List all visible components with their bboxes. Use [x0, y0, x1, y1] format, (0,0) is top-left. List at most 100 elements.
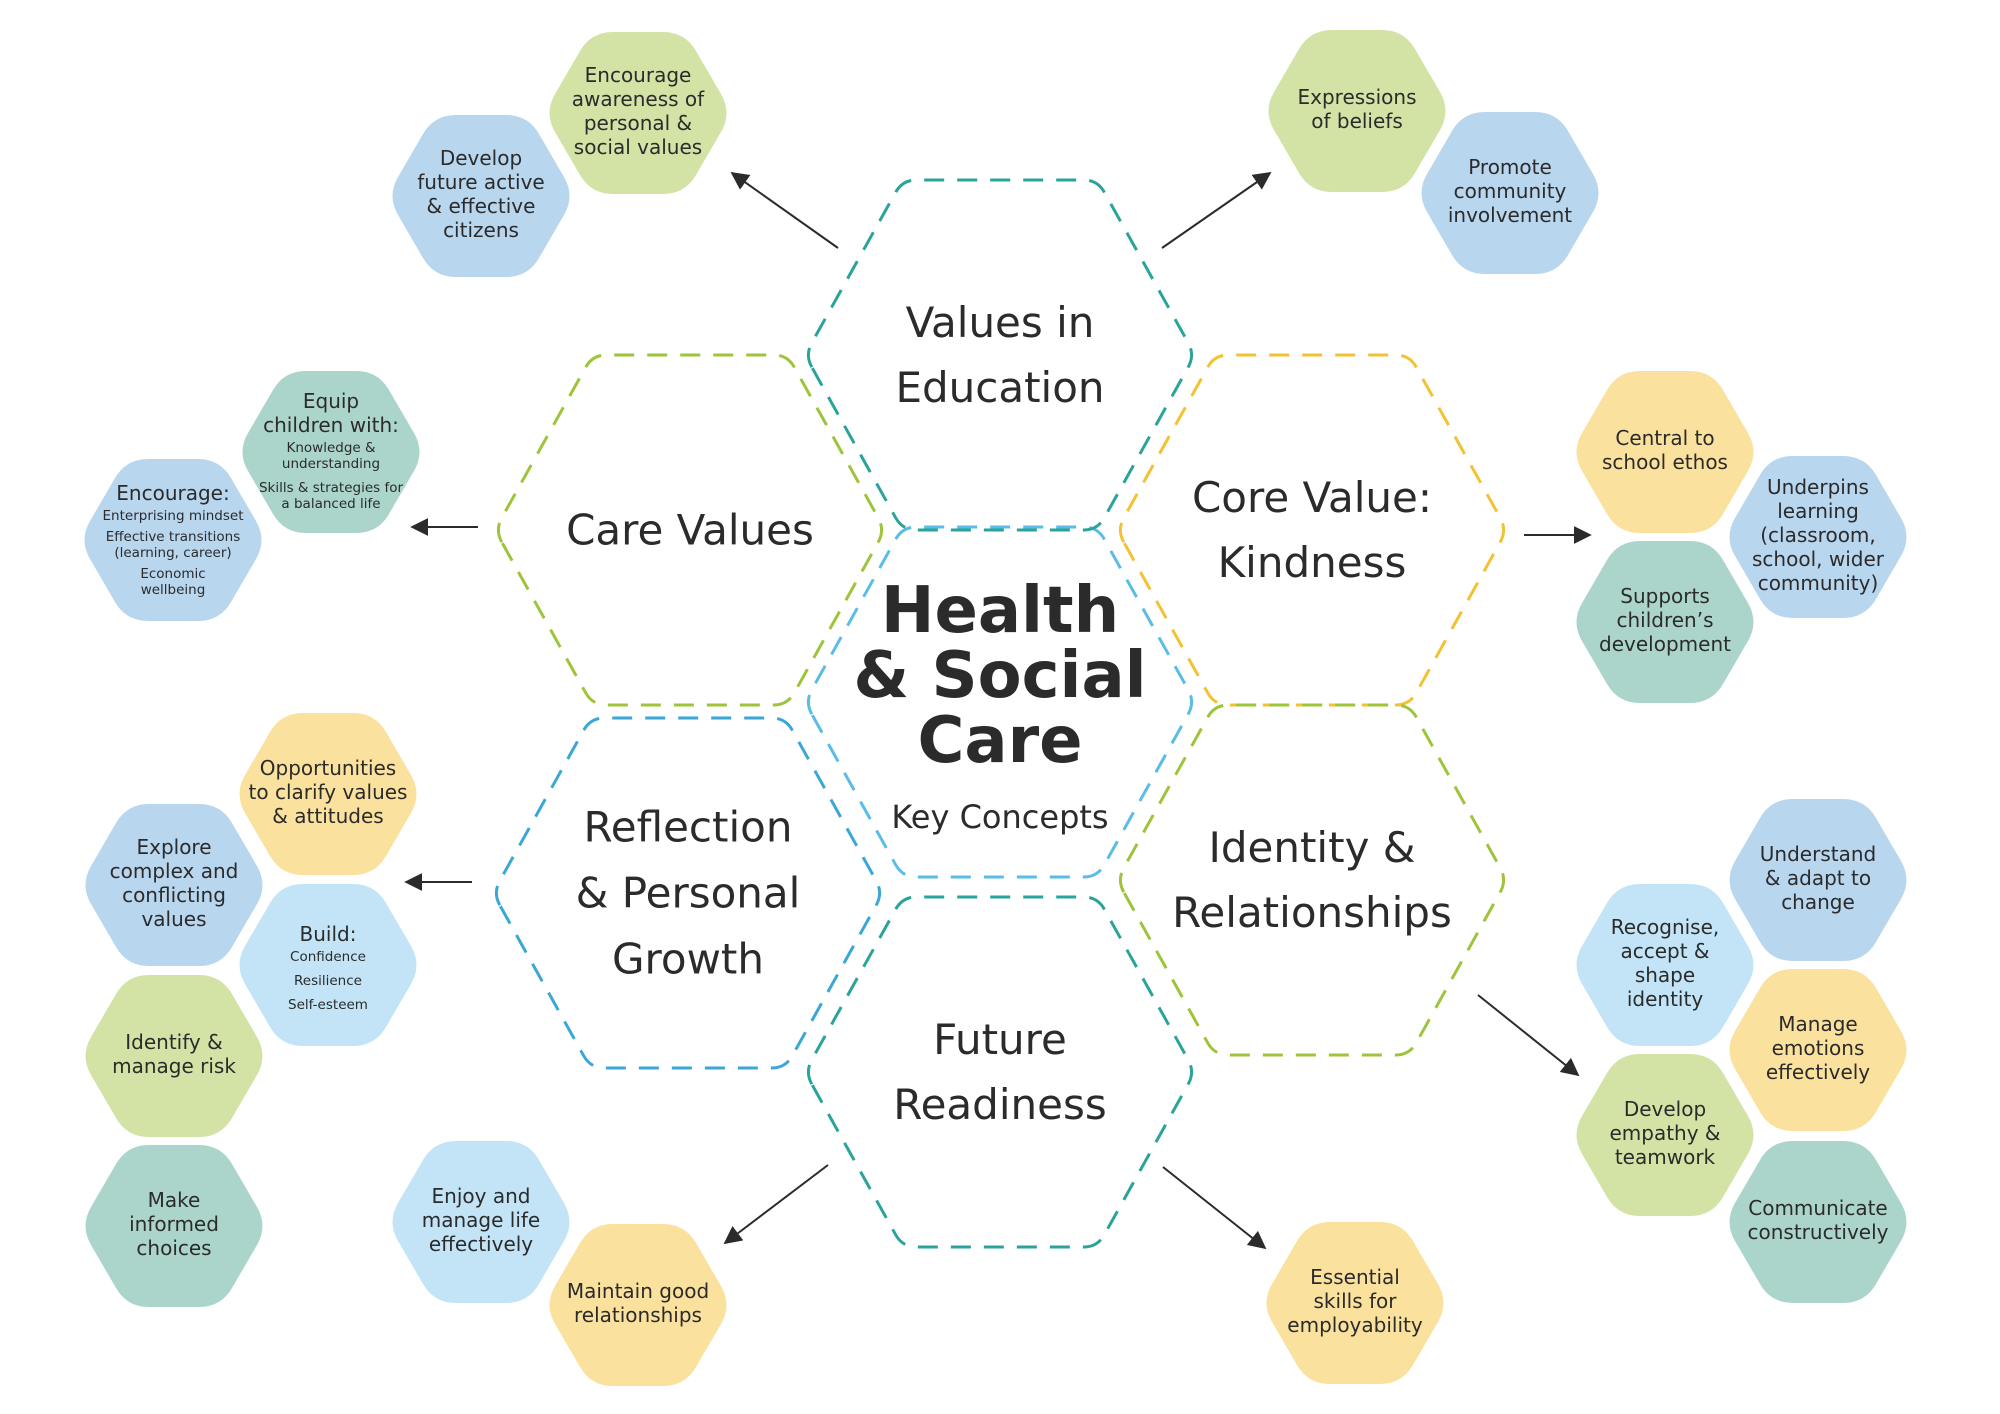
- detail-label: Understand: [1760, 842, 1876, 866]
- detail-label: future active: [417, 170, 544, 194]
- concept-core-value-kindness: Core Value: Kindness: [1118, 353, 1506, 707]
- detail-label: Communicate: [1748, 1196, 1887, 1220]
- detail-hexagon-shape: [1576, 1054, 1754, 1216]
- detail-label: effectively: [429, 1232, 533, 1256]
- detail-label: school ethos: [1602, 450, 1728, 474]
- concept-label: Future: [933, 1015, 1067, 1064]
- detail-label: Maintain good: [567, 1279, 709, 1303]
- concept-label: Growth: [612, 935, 764, 984]
- concept-label: & Personal: [576, 869, 801, 918]
- detail-hexagon-shape: [549, 1224, 727, 1386]
- detail-sub-item: Resilience: [294, 973, 362, 989]
- concept-identity-relationships: Identity &Relationships: [1118, 703, 1506, 1057]
- detail-sub-item: wellbeing: [141, 582, 206, 598]
- detail-label: empathy &: [1609, 1121, 1720, 1145]
- detail-label: citizens: [443, 218, 519, 242]
- connector-arrow: [723, 1164, 829, 1245]
- detail-label: community): [1758, 571, 1879, 595]
- concept-hexagon-outline: [1118, 353, 1506, 707]
- detail-label: Identify &: [125, 1030, 222, 1054]
- main-title-line: Care: [917, 704, 1082, 778]
- detail-label: accept &: [1620, 939, 1709, 963]
- detail-label: Explore: [136, 835, 211, 859]
- concept-label: Relationships: [1172, 888, 1452, 937]
- detail-label: children’s: [1616, 608, 1713, 632]
- detail-label: Enjoy and: [432, 1184, 531, 1208]
- detail-label: Opportunities: [260, 756, 396, 780]
- concept-label: Readiness: [893, 1080, 1106, 1129]
- detail-sub-item: Self-esteem: [288, 997, 368, 1013]
- detail-hexagon-shape: [242, 371, 420, 533]
- arrows: [404, 171, 1592, 1250]
- detail-label: social values: [574, 135, 702, 159]
- detail-label: involvement: [1448, 203, 1572, 227]
- detail-label: shape: [1635, 963, 1695, 987]
- detail-label: Develop: [440, 146, 522, 170]
- detail-label: complex and: [110, 859, 239, 883]
- detail-label: Essential: [1310, 1265, 1400, 1289]
- detail-sub-item: Confidence: [290, 949, 366, 965]
- detail-label: Make: [148, 1188, 201, 1212]
- detail-label: change: [1781, 890, 1855, 914]
- concept-label: Care Values: [566, 506, 814, 555]
- detail-sub-item: Economic: [140, 566, 205, 582]
- detail-label: values: [141, 907, 206, 931]
- detail-label: conflicting: [122, 883, 226, 907]
- detail-hexagon-shape: [1576, 371, 1754, 533]
- detail-label: informed: [129, 1212, 219, 1236]
- detail-label: development: [1599, 632, 1731, 656]
- detail-hexagon-shape: [239, 713, 417, 875]
- detail-label: of beliefs: [1311, 109, 1403, 133]
- detail-label: Develop: [1624, 1097, 1706, 1121]
- detail-label: & attitudes: [272, 804, 383, 828]
- detail-hexagon-shape: [85, 804, 263, 966]
- detail-label: & adapt to: [1765, 866, 1871, 890]
- concept-label: Core Value:: [1192, 473, 1432, 522]
- detail-sub-item: Enterprising mindset: [103, 508, 244, 524]
- detail-label: Equip: [303, 389, 359, 413]
- detail-label: identity: [1627, 987, 1703, 1011]
- main-title-line: Health: [881, 574, 1119, 648]
- detail-hexagon-shape: [1421, 112, 1599, 274]
- detail-label: learning: [1777, 499, 1859, 523]
- concept-hexagon-outline: [1118, 703, 1506, 1057]
- detail-label: (classroom,: [1760, 523, 1876, 547]
- concept-hexagon-outline: [806, 178, 1194, 532]
- concept-label: Kindness: [1218, 538, 1407, 587]
- detail-hexagon-shape: [85, 1145, 263, 1307]
- detail-label: Recognise,: [1611, 915, 1720, 939]
- detail-sub-item: Skills & strategies for: [259, 480, 403, 496]
- detail-hexagon-shape: [1729, 799, 1907, 961]
- detail-hexagon-shape: [239, 884, 417, 1046]
- detail-label: employability: [1287, 1313, 1423, 1337]
- detail-hexagon-shape: [1268, 30, 1446, 192]
- concept-label: Reflection: [584, 803, 793, 852]
- detail-hexagon-shape: [392, 115, 570, 277]
- detail-label: manage risk: [112, 1054, 236, 1078]
- detail-hexagon-shape: [1729, 456, 1907, 618]
- detail-sub-item: Knowledge &: [286, 440, 376, 456]
- detail-label: & effective: [427, 194, 536, 218]
- detail-hexagon-shape: [1576, 884, 1754, 1046]
